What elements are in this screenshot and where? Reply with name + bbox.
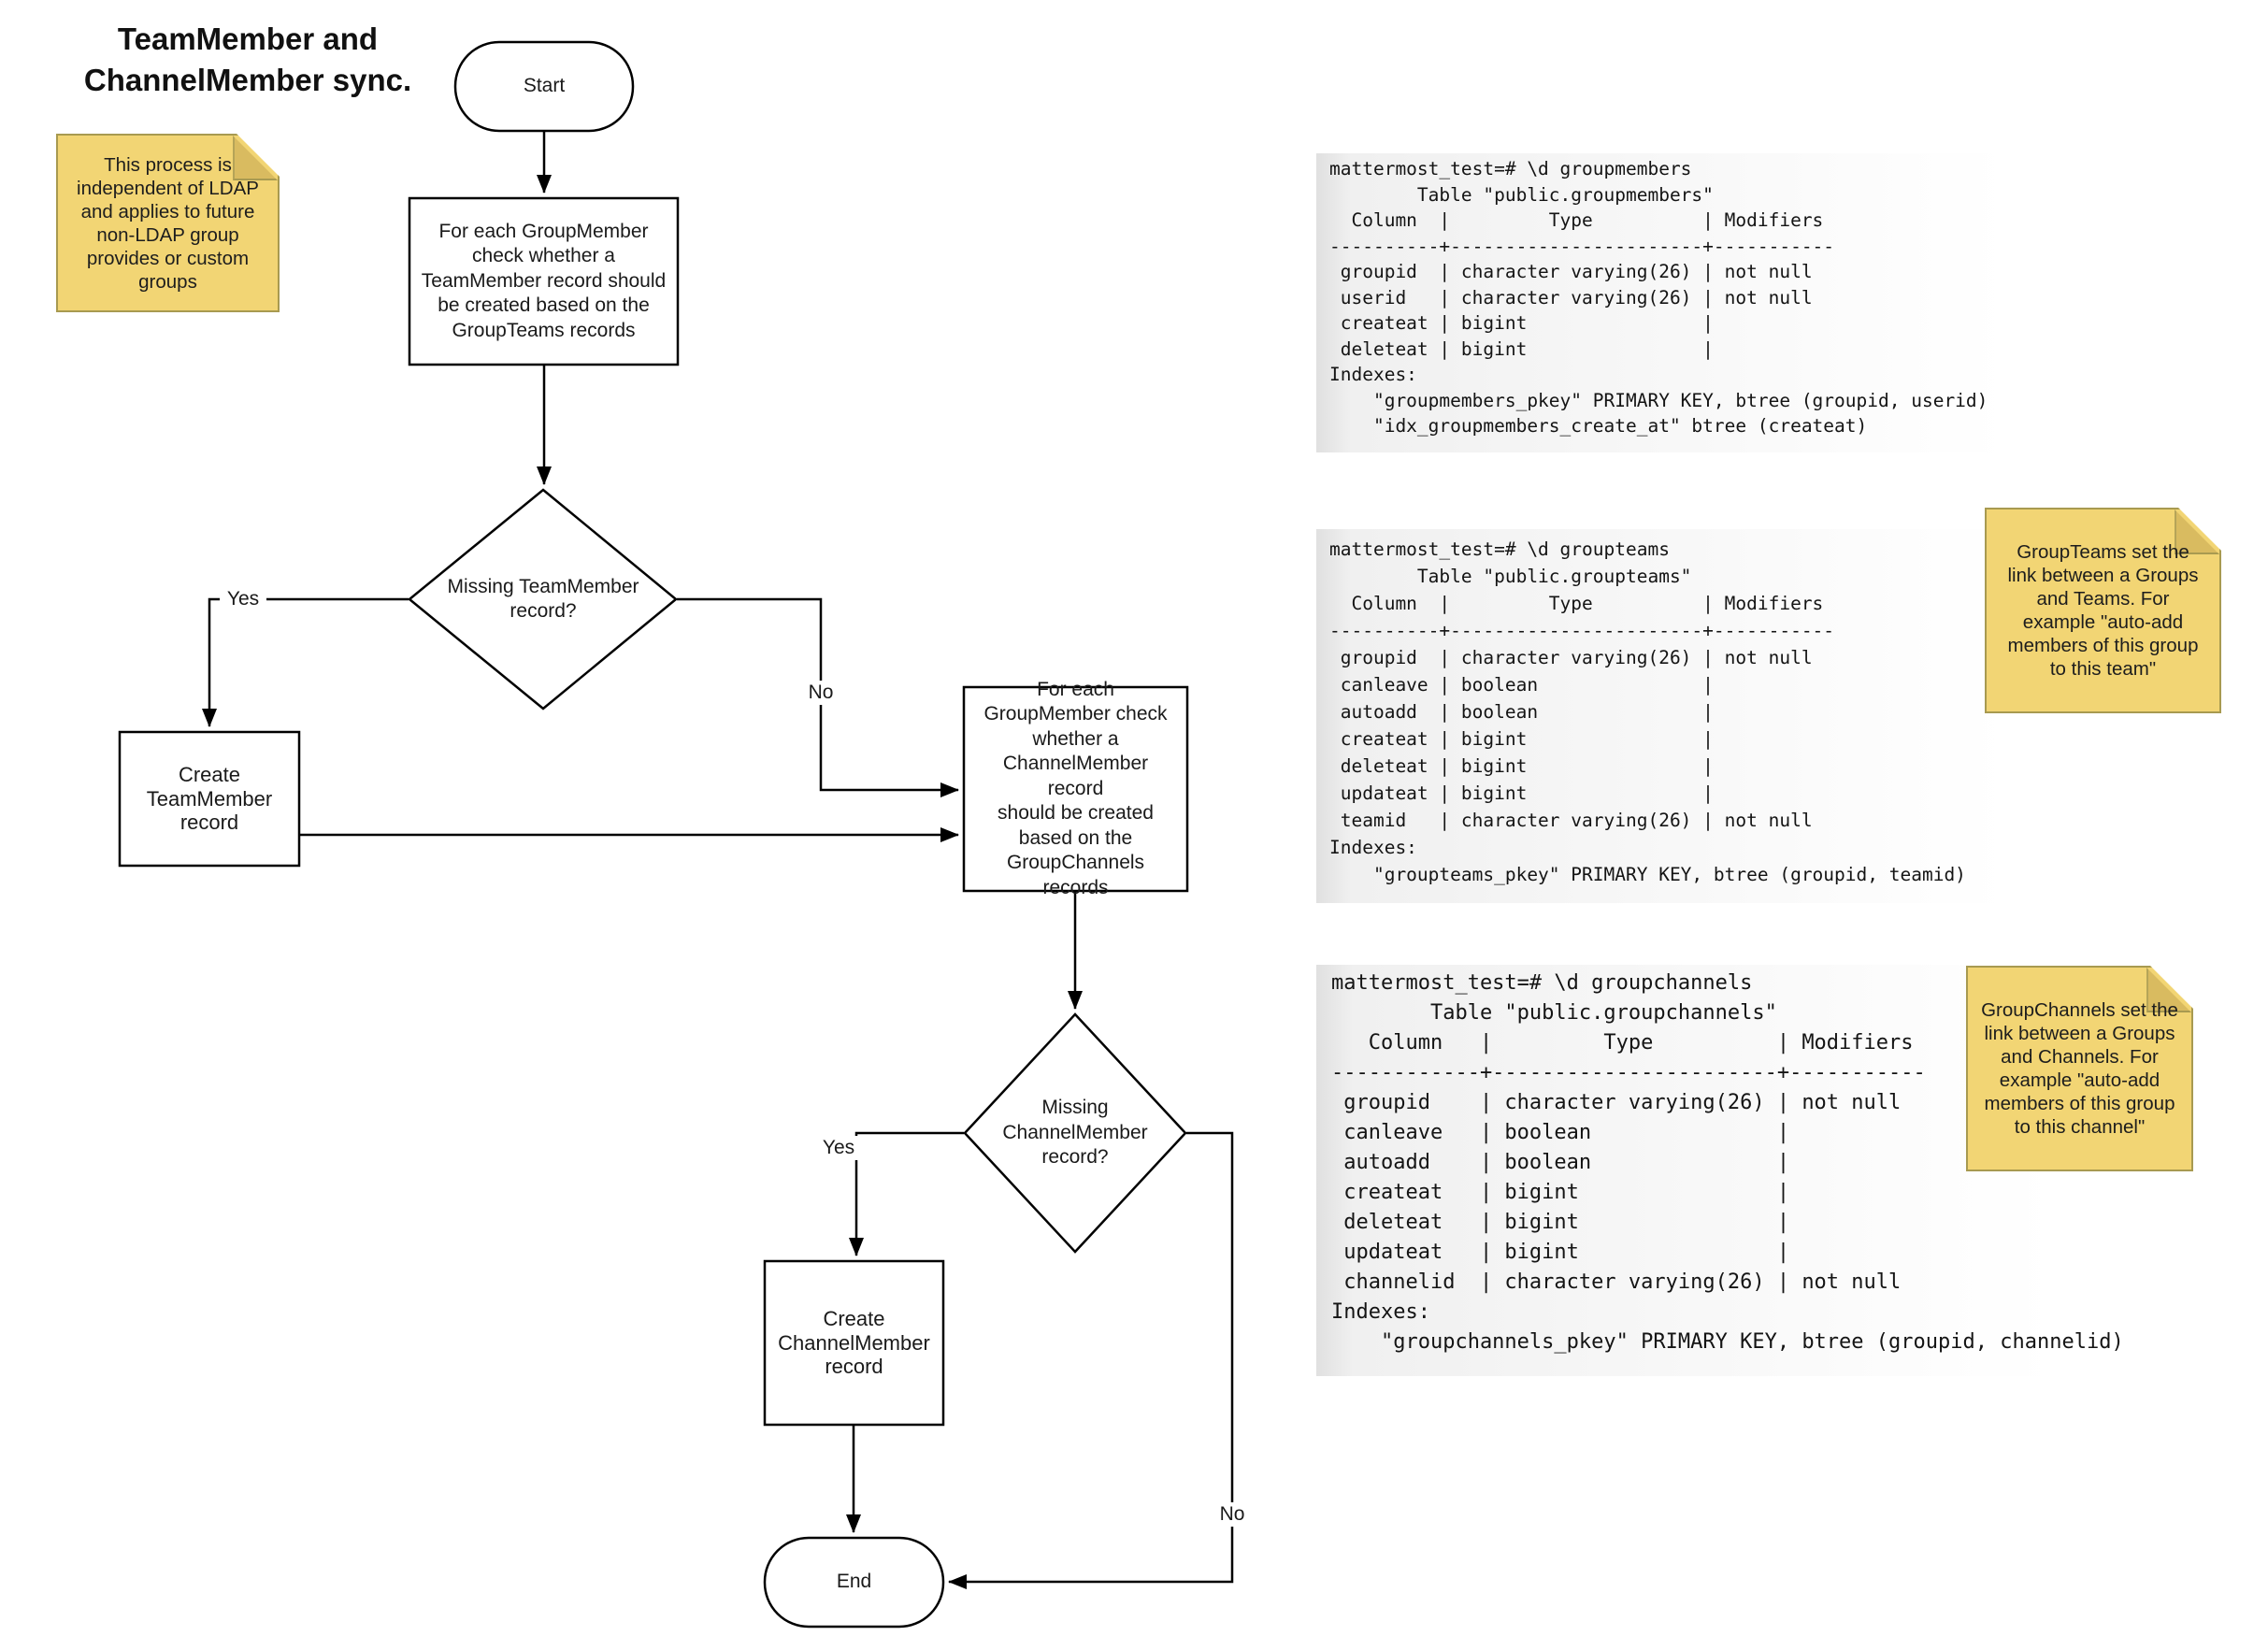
start-label: Start bbox=[523, 75, 566, 97]
code-block-groupmembers-background bbox=[1316, 153, 2008, 452]
decision1-no-label: No bbox=[799, 681, 842, 705]
end-label: End bbox=[836, 1571, 872, 1593]
connector-decision2-yes bbox=[849, 1131, 964, 1256]
sticky-note-groupchannels: GroupChannels set the link between a Gro… bbox=[1966, 966, 2193, 1171]
sticky-note-groupteams: GroupTeams set the link between a Groups… bbox=[1985, 508, 2221, 713]
code-block-groupteams: mattermost_test=# \d groupteams Table "p… bbox=[1329, 538, 1966, 885]
decision1-yes-label: Yes bbox=[220, 587, 266, 611]
code-block-groupmembers: mattermost_test=# \d groupmembers Table … bbox=[1329, 158, 1988, 437]
code-block-groupchannels-background bbox=[1316, 965, 2055, 1376]
diagram-title: TeamMember and ChannelMember sync. bbox=[83, 22, 412, 97]
decision2-yes-label: Yes bbox=[815, 1136, 862, 1160]
sticky-note-ldap: This process is independent of LDAP and … bbox=[56, 134, 280, 312]
missing-teammember-label: Missing TeamMember record? bbox=[447, 575, 639, 623]
code-block-groupchannels: mattermost_test=# \d groupchannels Table… bbox=[1331, 971, 2124, 1354]
create-channelmember-label: Create ChannelMember record bbox=[778, 1307, 930, 1379]
sticky-note-groupteams-text: GroupTeams set the link between a Groups… bbox=[2007, 541, 2199, 680]
check-teammember-label: For each GroupMember check whether a Tea… bbox=[421, 220, 667, 341]
create-teammember-label: Create TeamMember record bbox=[146, 763, 273, 835]
sticky-note-groupchannels-text: GroupChannels set the link between a Gro… bbox=[1981, 999, 2178, 1138]
decision2-no-label: No bbox=[1211, 1502, 1254, 1527]
missing-channelmember-label: Missing ChannelMember record? bbox=[1002, 1097, 1148, 1169]
sticky-note-ldap-text: This process is independent of LDAP and … bbox=[77, 153, 259, 293]
connector-decision1-yes bbox=[202, 597, 409, 727]
code-block-groupteams-background bbox=[1316, 529, 2008, 903]
check-channelmember-label: For each GroupMember check whether a Cha… bbox=[983, 678, 1168, 898]
